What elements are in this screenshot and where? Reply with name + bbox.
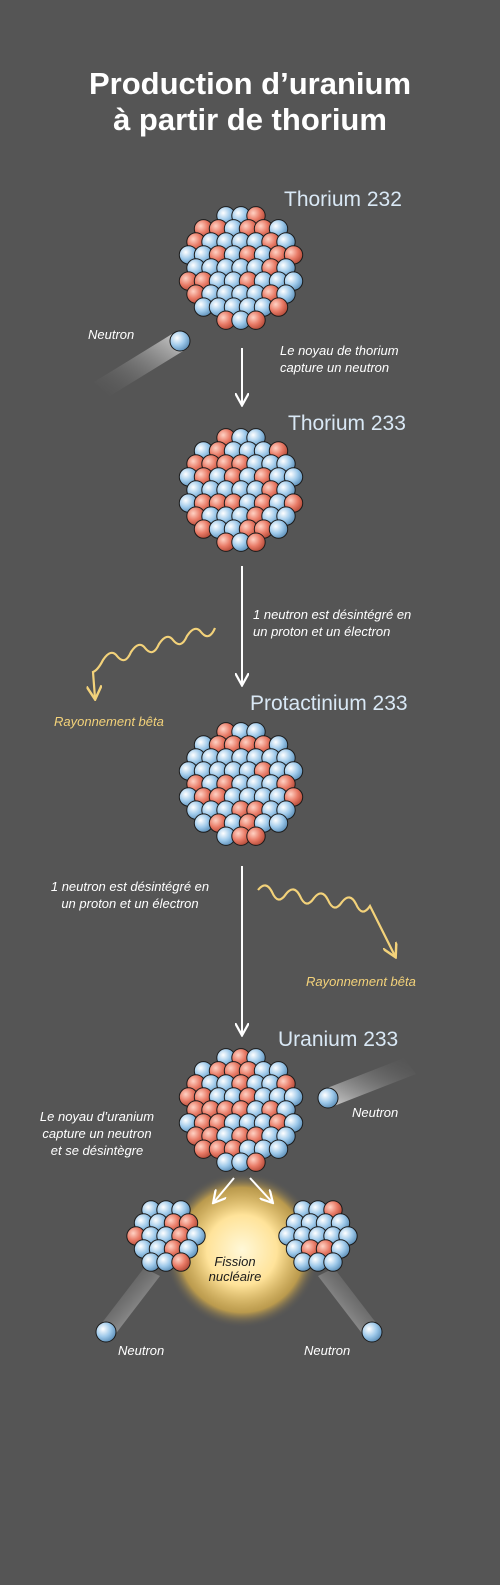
note-capture-thorium: Le noyau de thorium capture un neutron bbox=[280, 343, 399, 375]
neutron-trail-fission-right bbox=[318, 1268, 380, 1336]
proton bbox=[246, 826, 266, 846]
note-decay-thorium: 1 neutron est désintégré en un proton et… bbox=[253, 607, 412, 639]
label-neutron-thorium: Neutron bbox=[88, 327, 135, 342]
label-protactinium-233: Protactinium 233 bbox=[250, 692, 408, 715]
nucleus-thorium-232 bbox=[178, 206, 304, 330]
proton bbox=[246, 310, 266, 330]
label-beta-first: Rayonnement bêta bbox=[54, 714, 164, 729]
label-fission: Fission nucléaire bbox=[208, 1254, 262, 1284]
label-thorium-232: Thorium 232 bbox=[284, 188, 402, 211]
arrow-fission-left bbox=[214, 1177, 235, 1202]
note-decay-protactinium: 1 neutron est désintégré en un proton et… bbox=[50, 879, 210, 911]
neutron-trail-uranium bbox=[322, 1058, 416, 1106]
neutron bbox=[323, 1252, 343, 1272]
diagram-title-line2: à partir de thorium bbox=[113, 102, 387, 137]
fission-glow bbox=[164, 1172, 320, 1328]
label-beta-second: Rayonnement bêta bbox=[306, 974, 416, 989]
neutron-uranium-capture bbox=[317, 1087, 339, 1109]
proton bbox=[171, 1252, 191, 1272]
beta-wave-first bbox=[93, 627, 217, 698]
beta-wave-second bbox=[257, 884, 395, 956]
nucleus-protactinium-233 bbox=[178, 722, 304, 846]
neutron-trail-fission-left bbox=[98, 1268, 160, 1336]
note-capture-uranium: Le noyau d’uranium capture un neutron et… bbox=[39, 1109, 155, 1158]
neutron-fission-left bbox=[95, 1321, 117, 1343]
label-neutron-fission-right: Neutron bbox=[304, 1343, 351, 1358]
arrow-fission-right bbox=[249, 1177, 272, 1202]
neutron-fission-right bbox=[361, 1321, 383, 1343]
nucleus-uranium-233 bbox=[178, 1048, 304, 1172]
proton bbox=[268, 297, 289, 317]
neutron bbox=[268, 519, 289, 539]
fission-fragment-left bbox=[126, 1200, 206, 1272]
label-neutron-uranium: Neutron bbox=[352, 1105, 399, 1120]
label-thorium-233: Thorium 233 bbox=[288, 412, 406, 435]
proton bbox=[246, 532, 266, 552]
fission-fragment-right bbox=[278, 1200, 358, 1272]
neutron-thorium-capture bbox=[169, 330, 191, 352]
proton bbox=[246, 1152, 266, 1172]
neutron bbox=[268, 813, 289, 833]
diagram-title-line1: Production d’uranium bbox=[88, 66, 412, 101]
label-uranium-233: Uranium 233 bbox=[278, 1028, 399, 1051]
nucleus-thorium-233 bbox=[178, 428, 304, 552]
label-neutron-fission-left: Neutron bbox=[118, 1343, 165, 1358]
neutron bbox=[268, 1139, 289, 1159]
neutron-trail-thorium bbox=[94, 334, 188, 396]
